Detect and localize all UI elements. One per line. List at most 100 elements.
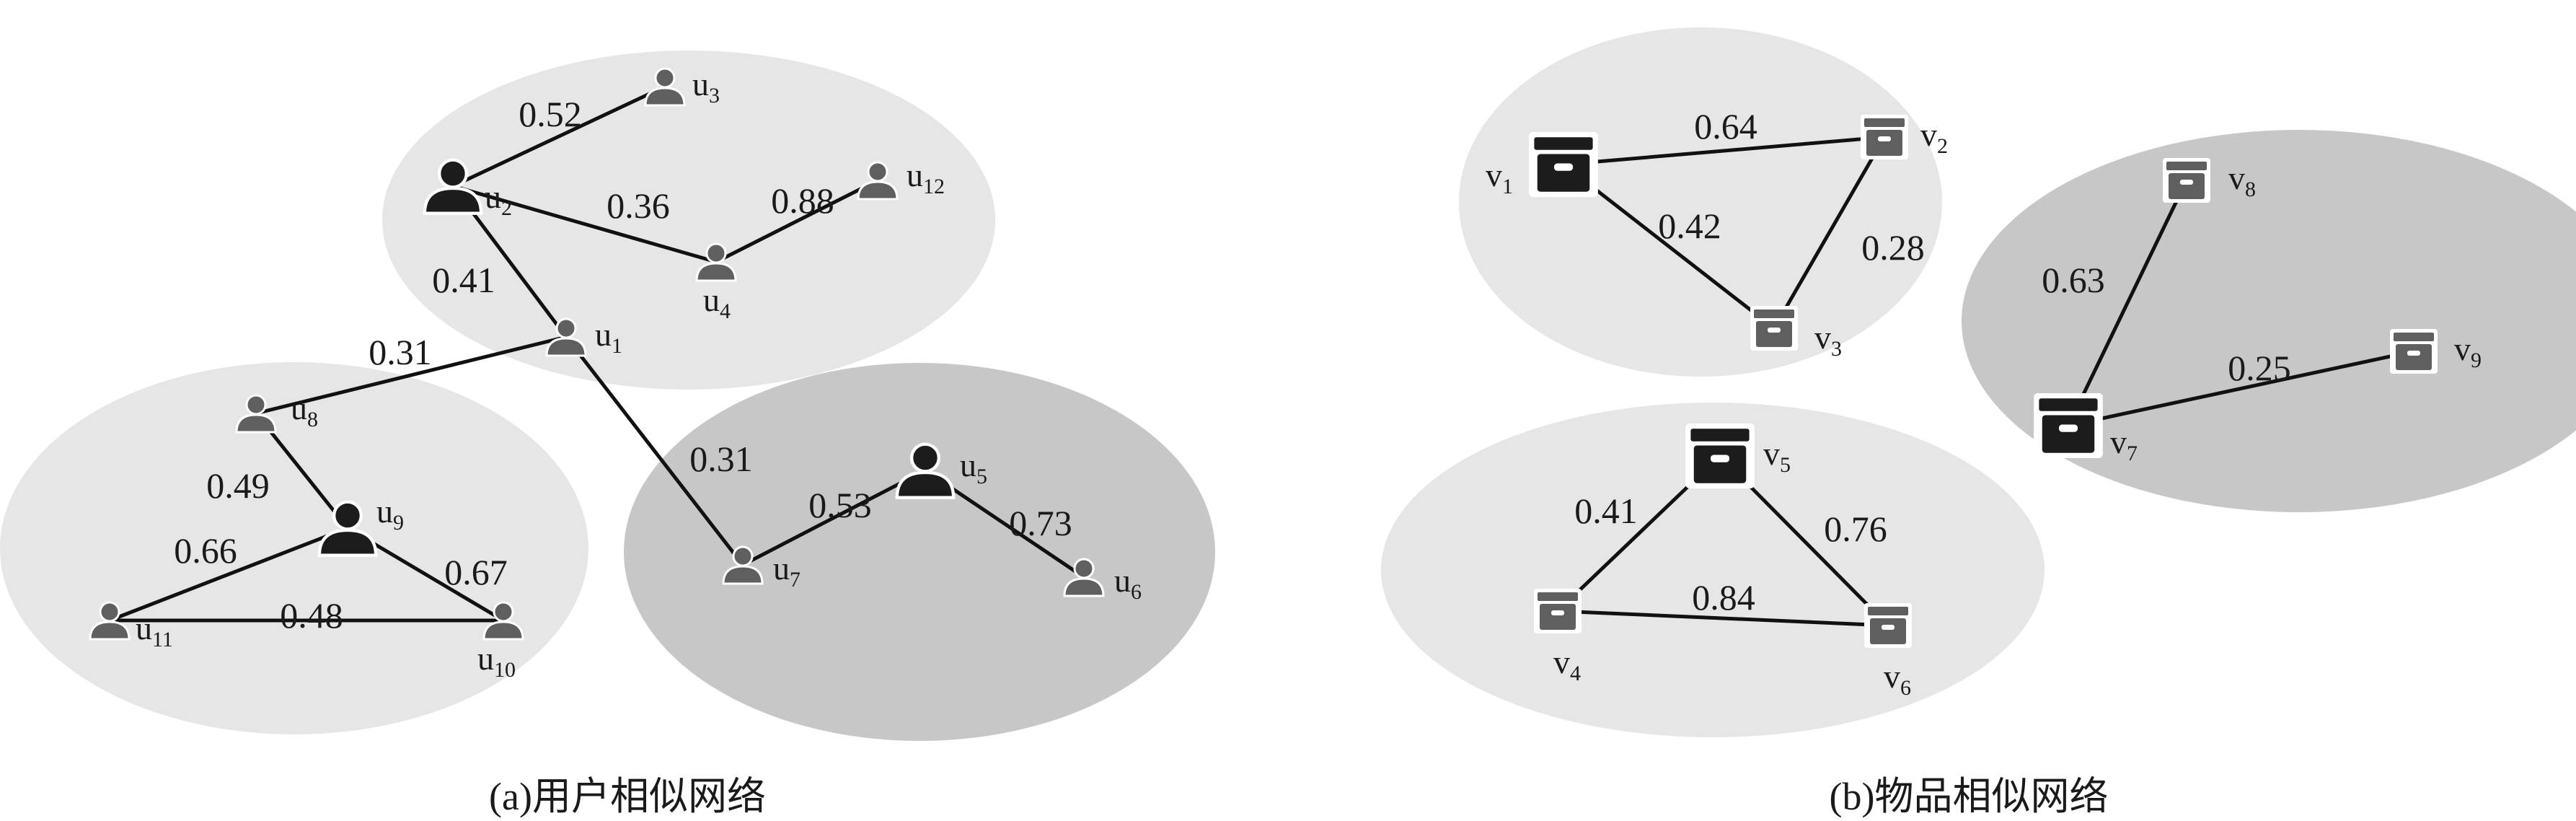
item-network-nodes: v1 v2 v3 v4 v5 v6 v7 v8 v9 (1486, 115, 2482, 700)
node-label-v9: v9 (2454, 330, 2482, 372)
node-u8: u8 (235, 390, 318, 434)
edge-weight-u1-u7: 0.31 (689, 439, 753, 479)
cluster-a-top (382, 51, 995, 390)
edge-v4-v6 (1557, 609, 1889, 628)
edge-v1-v2 (1563, 135, 1885, 167)
node-v6: v6 (1864, 603, 1912, 700)
user-icon (695, 242, 737, 282)
node-u12: u12 (857, 157, 945, 201)
edge-u1-u8 (255, 335, 567, 416)
archive-box-icon (2390, 329, 2438, 374)
node-u1: u1 (545, 316, 622, 358)
archive-box-icon (1685, 423, 1755, 488)
node-label-u10: u10 (477, 640, 516, 682)
edge-u9-u11 (109, 526, 348, 623)
node-u5: u5 (895, 442, 987, 499)
node-v2: v2 (1861, 115, 1948, 159)
user-icon (317, 500, 378, 557)
edge-weight-u2-u4: 0.36 (606, 185, 670, 226)
node-label-u7: u7 (773, 550, 800, 592)
archive-box-icon (1529, 132, 1598, 197)
edge-weight-u9-u10: 0.67 (444, 552, 508, 592)
node-label-v3: v3 (1814, 319, 1842, 361)
edge-weight-v8-v7: 0.63 (2042, 260, 2105, 300)
user-icon (423, 158, 483, 215)
node-label-u9: u9 (376, 493, 404, 535)
edge-weight-v7-v9: 0.25 (2228, 348, 2291, 388)
node-v4: v4 (1534, 589, 1582, 685)
edge-weight-u8-u9: 0.49 (206, 465, 270, 506)
cluster-backgrounds (0, 27, 2576, 741)
edge-weight-u2-u1: 0.41 (432, 260, 495, 300)
node-label-v2: v2 (1920, 116, 1948, 158)
caption-user-network: (a)用户相似网络 (489, 775, 766, 818)
edge-weight-u1-u8: 0.31 (369, 332, 432, 372)
node-u6: u6 (1063, 558, 1142, 604)
edge-v1-v3 (1562, 163, 1776, 330)
node-u4: u4 (695, 242, 737, 323)
user-icon (545, 317, 587, 357)
node-u3: u3 (644, 66, 720, 107)
caption-item-network: (b)物品相似网络 (1830, 775, 2109, 818)
node-v7: v7 (2034, 393, 2138, 465)
edge-u2-u3 (451, 84, 666, 188)
edge-u1-u7 (565, 335, 744, 566)
edge-u7-u5 (741, 468, 927, 567)
archive-box-icon (2163, 158, 2210, 203)
user-icon (895, 442, 956, 499)
node-v1: v1 (1486, 132, 1598, 198)
node-label-u8: u8 (291, 390, 318, 431)
edge-weight-v1-v3: 0.42 (1658, 206, 1721, 246)
edge-u2-u4 (452, 184, 717, 264)
user-network-nodes: u1 u2 u3 u4 u5 u6 u7 u8 u9 u10 u11 u12 (89, 66, 1142, 682)
node-label-u1: u1 (595, 316, 622, 358)
archive-box-icon (1864, 603, 1912, 648)
edge-weight-u5-u6: 0.73 (1009, 503, 1072, 543)
user-icon (857, 161, 899, 201)
node-label-u4: u4 (703, 281, 731, 323)
edge-v2-v3 (1772, 136, 1887, 330)
node-label-v8: v8 (2228, 159, 2256, 201)
edge-weight-v1-v2: 0.64 (1694, 106, 1757, 146)
edge-weight-u4-u12: 0.88 (771, 180, 834, 221)
node-u11: u11 (89, 601, 173, 651)
user-icon (644, 67, 686, 107)
node-label-u5: u5 (960, 447, 987, 488)
node-v5: v5 (1685, 423, 1791, 488)
edge-weight-v4-v6: 0.84 (1692, 577, 1755, 618)
node-u10: u10 (477, 601, 524, 682)
user-icon (722, 545, 764, 585)
node-v3: v3 (1750, 306, 1842, 361)
cluster-b-bottom (1381, 403, 2045, 737)
edge-weight-u7-u5: 0.53 (808, 485, 872, 525)
edge-weight-u2-u3: 0.52 (519, 94, 582, 134)
node-u7: u7 (722, 545, 800, 592)
edge-weight-u11-u10: 0.48 (280, 595, 343, 636)
node-u9: u9 (317, 493, 404, 557)
node-label-v6: v6 (1884, 658, 1911, 700)
node-label-u3: u3 (692, 66, 720, 107)
node-label-u6: u6 (1114, 562, 1142, 604)
edge-u4-u12 (715, 178, 879, 264)
node-v8: v8 (2163, 158, 2256, 203)
edge-v7-v9 (2068, 349, 2414, 428)
archive-box-icon (1750, 306, 1798, 351)
node-label-u2: u2 (485, 178, 512, 220)
node-v9: v9 (2390, 329, 2482, 374)
node-label-u11: u11 (136, 610, 173, 651)
user-icon (1063, 558, 1105, 597)
cluster-a-right (624, 363, 1215, 741)
node-u2: u2 (423, 158, 512, 220)
edge-weight-u9-u11: 0.66 (174, 530, 237, 571)
node-label-v5: v5 (1763, 435, 1791, 477)
node-label-v7: v7 (2110, 423, 2138, 465)
edge-weight-v5-v4: 0.41 (1574, 491, 1638, 531)
user-icon (89, 601, 131, 641)
cluster-b-top (1459, 27, 1942, 377)
node-label-u12: u12 (907, 157, 945, 198)
user-icon (482, 601, 524, 641)
archive-box-icon (2034, 393, 2103, 458)
